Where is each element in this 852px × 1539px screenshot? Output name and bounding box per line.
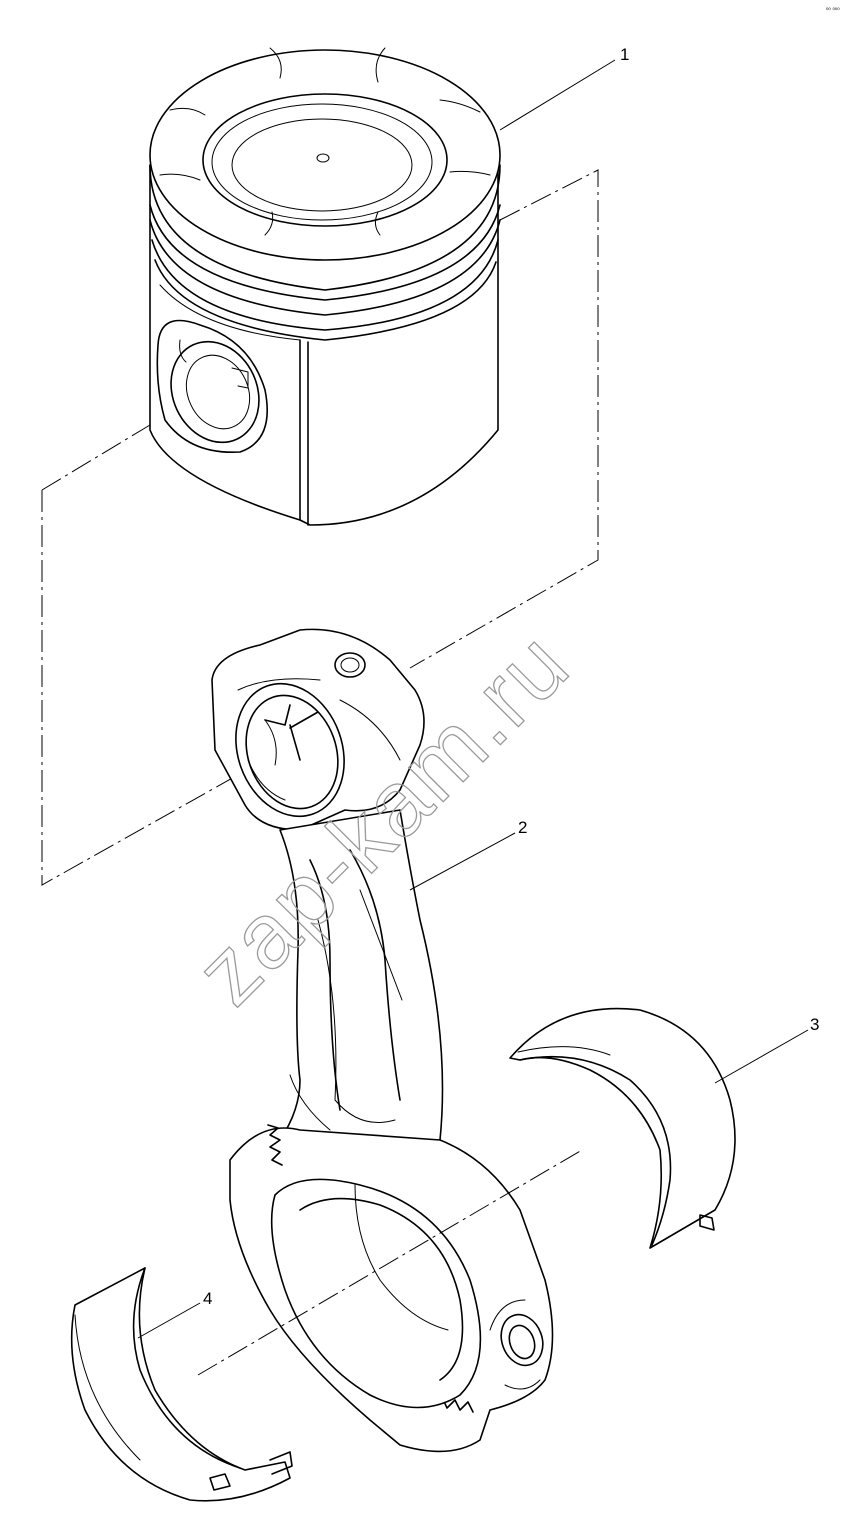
callout-4: 4 [203,1289,212,1308]
piston [149,47,501,526]
callout-2: 2 [518,818,527,837]
bearing-shell-lower [70,1267,293,1502]
callout-1: 1 [620,45,629,64]
connecting-rod [211,628,554,1453]
assembly-centerline-pin [41,424,151,491]
leader-line-3 [714,1029,809,1084]
leader-line-1 [499,59,616,131]
leader-line-2 [409,832,516,891]
drawing-code: ⁰⁰ ⁰⁰⁰ [826,7,840,14]
callout-3: 3 [810,1015,819,1034]
assembly-centerline-crank [197,1149,583,1376]
bearing-shell-upper [509,1007,736,1249]
leader-line-4 [137,1302,201,1339]
